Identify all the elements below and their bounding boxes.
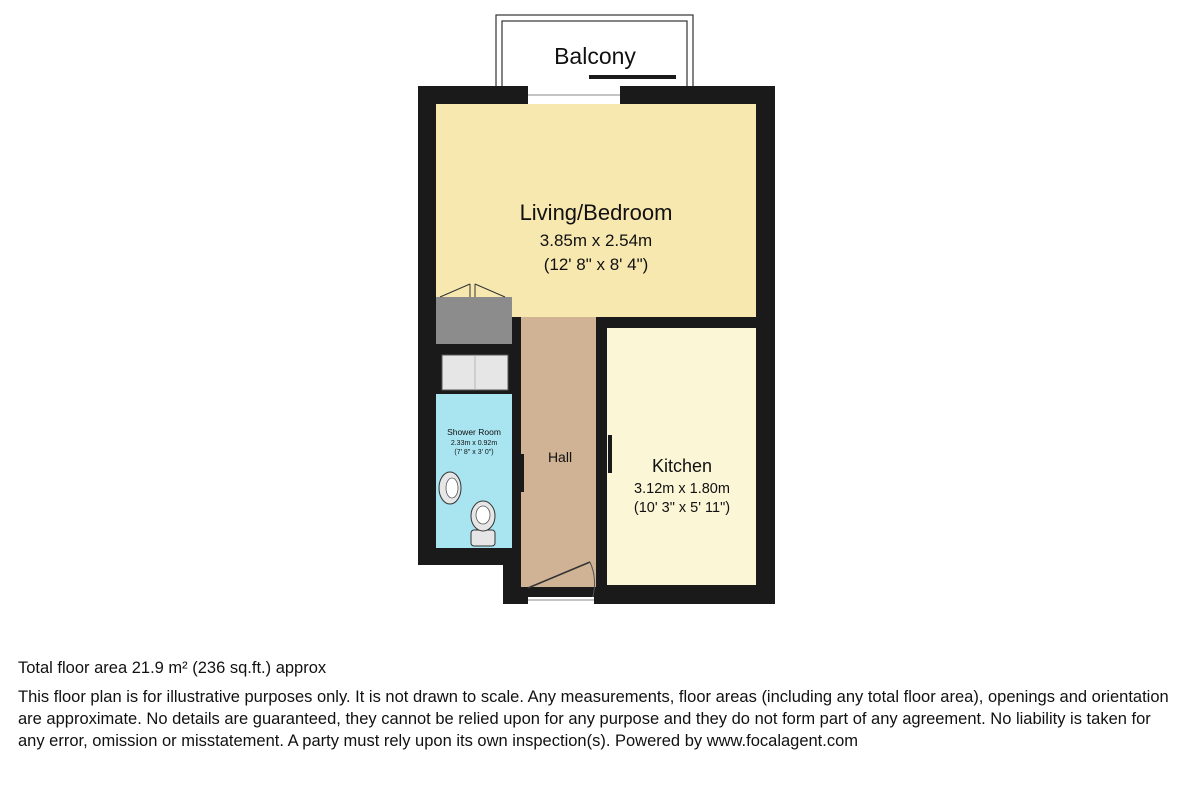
room-name: Living/Bedroom bbox=[520, 200, 673, 225]
wall-wardrobe-hall bbox=[512, 317, 521, 344]
room-hall-floor bbox=[521, 317, 596, 587]
wall-hall-kitchen-bottom bbox=[596, 585, 775, 604]
wardrobe bbox=[436, 283, 512, 344]
balcony-threshold bbox=[589, 75, 676, 79]
basin bbox=[438, 471, 462, 505]
label-kitchen: Kitchen 3.12m x 1.80m (10' 3" x 5' 11") bbox=[634, 456, 730, 516]
label-hall: Hall bbox=[548, 449, 572, 465]
wall-living-kitchen bbox=[596, 317, 775, 328]
kitchen-door bbox=[608, 435, 612, 473]
wall-shower-hall-lower bbox=[512, 492, 521, 565]
shower-door bbox=[520, 454, 524, 492]
wall-shower-hall bbox=[512, 344, 521, 454]
label-shower-room: Shower Room 2.33m x 0.92m (7' 8" x 3' 0"… bbox=[447, 427, 501, 456]
footer: Total floor area 21.9 m² (236 sq.ft.) ap… bbox=[18, 657, 1178, 752]
balcony: Balcony bbox=[495, 14, 694, 91]
room-imperial: (12' 8" x 8' 4") bbox=[544, 255, 649, 274]
room-name: Shower Room bbox=[447, 427, 501, 437]
wall-hall-kitchen-lower bbox=[596, 530, 607, 585]
label-living-bedroom: Living/Bedroom 3.85m x 2.54m (12' 8" x 8… bbox=[520, 200, 673, 274]
disclaimer-text: This floor plan is for illustrative purp… bbox=[18, 688, 1169, 750]
room-metric: 3.85m x 2.54m bbox=[540, 231, 652, 250]
room-living-floor bbox=[436, 104, 756, 317]
room-name: Kitchen bbox=[652, 456, 712, 476]
toilet bbox=[470, 500, 496, 547]
room-kitchen-floor bbox=[607, 328, 756, 585]
shower-tray bbox=[436, 349, 512, 394]
room-name: Hall bbox=[548, 449, 572, 465]
entrance-door bbox=[527, 561, 596, 604]
room-metric: 3.12m x 1.80m bbox=[634, 481, 730, 497]
room-metric: 2.33m x 0.92m bbox=[451, 440, 497, 447]
wall-hall-kitchen bbox=[596, 328, 607, 432]
room-imperial: (10' 3" x 5' 11") bbox=[634, 500, 730, 516]
balcony-label: Balcony bbox=[554, 43, 636, 69]
room-imperial: (7' 8" x 3' 0") bbox=[454, 449, 493, 456]
floor-plan: Balcony bbox=[418, 14, 775, 604]
total-floor-area: Total floor area 21.9 m² (236 sq.ft.) ap… bbox=[18, 659, 327, 677]
